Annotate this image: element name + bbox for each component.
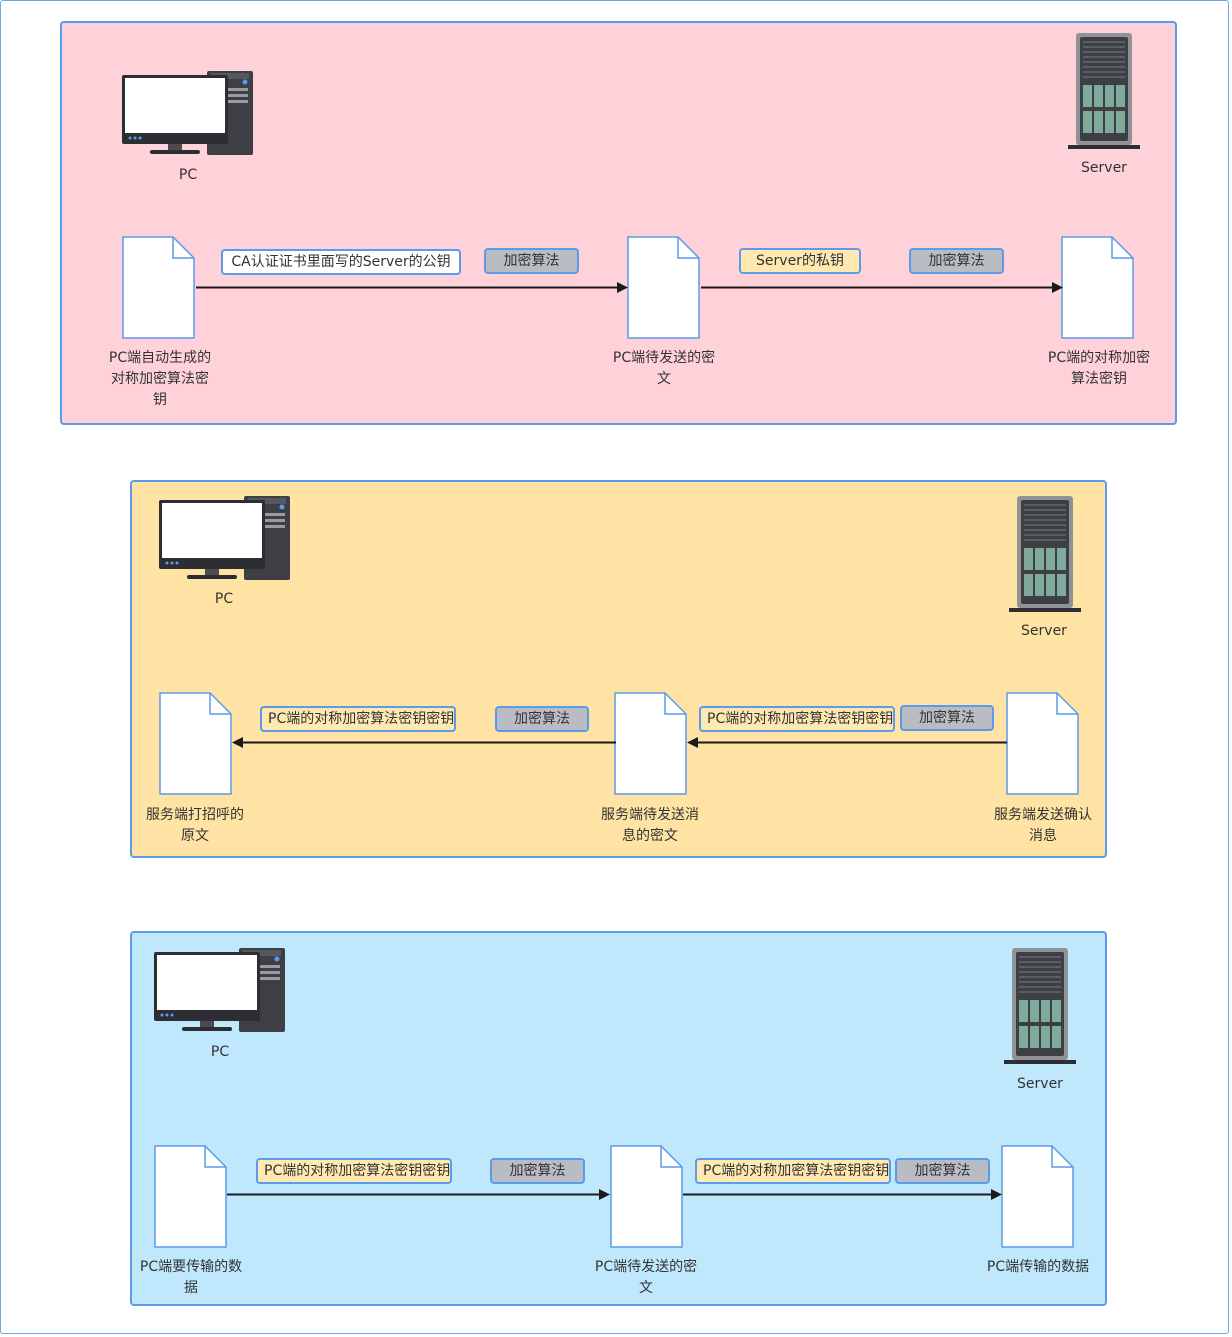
doc-caption-pc-ciphertext: PC端待发送的密文 [594,1259,698,1296]
doc-caption-source-key: PC端自动生成的对称加密算法密钥 [108,350,212,408]
doc-caption-server-confirm: 服务端发送确认消息 [994,807,1092,844]
doc-caption-greeting-plaintext: 服务端打招呼的原文 [146,807,244,844]
tag-pc-symmetric-key: PC端的对称加密算法密钥密钥 [695,1158,891,1184]
pc-icon [159,496,290,580]
tag-encryption-algorithm: 加密算法 [895,1158,990,1184]
doc-caption-decrypted-key: PC端的对称加密算法密钥 [1047,350,1151,387]
panel-server-greeting [130,480,1107,858]
document-icon [627,236,700,339]
pc-icon [122,71,253,155]
arrow-right [683,1189,1002,1200]
doc-caption-received-data: PC端传输的数据 [986,1259,1090,1275]
pc-label: PC [210,1044,230,1060]
server-label: Server [1021,623,1067,639]
doc-caption-ciphertext: PC端待发送的密文 [612,350,716,387]
document-icon [1006,692,1079,795]
document-icon [154,1145,227,1248]
pc-icon [154,948,285,1032]
tag-server-public-key: CA认证证书里面写的Server的公钥 [221,249,461,275]
document-icon [610,1145,683,1248]
tag-pc-symmetric-key: PC端的对称加密算法密钥密钥 [256,1158,452,1184]
tag-pc-symmetric-key: PC端的对称加密算法密钥密钥 [699,706,895,732]
tag-encryption-algorithm: 加密算法 [490,1158,585,1184]
document-icon [614,692,687,795]
pc-label: PC [178,167,198,183]
arrow-left [232,737,616,748]
arrow-right [227,1189,610,1200]
tag-server-private-key: Server的私钥 [739,248,861,274]
tag-encryption-algorithm: 加密算法 [495,706,589,732]
tag-encryption-algorithm: 加密算法 [900,705,994,731]
server-icon [1009,496,1081,612]
arrow-left [687,737,1007,748]
doc-caption-pc-data: PC端要传输的数据 [139,1259,243,1296]
tag-encryption-algorithm: 加密算法 [484,248,579,274]
tag-encryption-algorithm: 加密算法 [909,248,1004,274]
document-icon [1001,1145,1074,1248]
server-label: Server [1017,1076,1063,1092]
server-label: Server [1081,160,1127,176]
document-icon [1061,236,1134,339]
arrow-right [701,282,1063,293]
arrow-right [196,282,628,293]
server-icon [1004,948,1076,1064]
tag-pc-symmetric-key: PC端的对称加密算法密钥密钥 [260,706,456,732]
server-icon [1068,33,1140,149]
document-icon [122,236,195,339]
pc-label: PC [214,591,234,607]
document-icon [159,692,232,795]
doc-caption-server-ciphertext: 服务端待发送消息的密文 [601,807,699,844]
